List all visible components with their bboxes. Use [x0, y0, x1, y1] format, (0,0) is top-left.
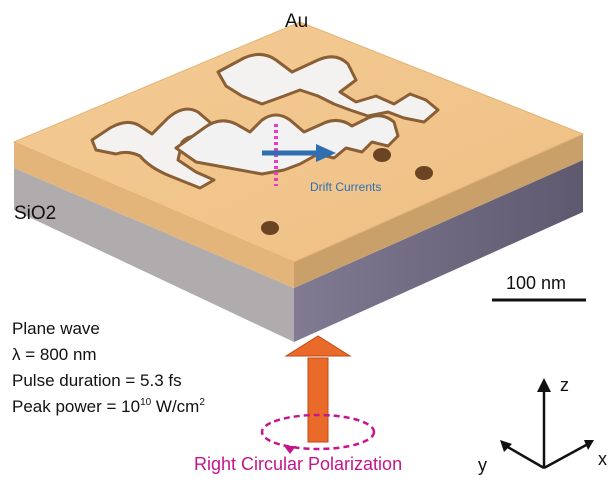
axis-y-label: y: [478, 455, 487, 475]
au-label: Au: [285, 11, 309, 32]
peak-power-unit-exponent: 2: [199, 397, 205, 408]
axis-z-label: z: [560, 375, 569, 395]
peak-power-prefix: Peak power = 10: [12, 397, 141, 416]
sio2-front-face: [14, 168, 294, 342]
plane-wave-label: Plane wave: [12, 319, 100, 338]
holes: [261, 148, 433, 235]
au-right-face: [294, 134, 583, 288]
hole: [415, 166, 433, 180]
drift-currents-label: Drift Currents: [310, 180, 382, 194]
pulse-duration-label: Pulse duration = 5.3 fs: [12, 371, 182, 390]
scale-bar-label: 100 nm: [506, 273, 567, 293]
cavity-middle: [174, 113, 400, 176]
polarization-label: Right Circular Polarization: [194, 454, 403, 474]
drift-arrow: [262, 144, 336, 162]
peak-power-exponent: 10: [140, 397, 152, 408]
peak-power-label: Peak power = 1010 W/cm2: [12, 397, 205, 416]
axis-x-label: x: [598, 449, 607, 469]
sio2-right-face: [294, 160, 583, 342]
peak-power-unit: W/cm: [151, 397, 200, 416]
hole: [261, 221, 279, 235]
axes: [500, 378, 594, 470]
sio2-label: SiO2: [14, 203, 57, 224]
au-front-face: [14, 142, 294, 288]
sio2-substrate: [14, 160, 583, 342]
polarization-ellipse: [260, 413, 376, 454]
wavelength-label: λ = 800 nm: [12, 345, 97, 364]
beam-arrow: [284, 335, 352, 443]
cavities: [90, 53, 440, 190]
au-layer-sides: [14, 134, 583, 288]
cavity-upper: [216, 53, 440, 124]
hole: [373, 148, 391, 162]
